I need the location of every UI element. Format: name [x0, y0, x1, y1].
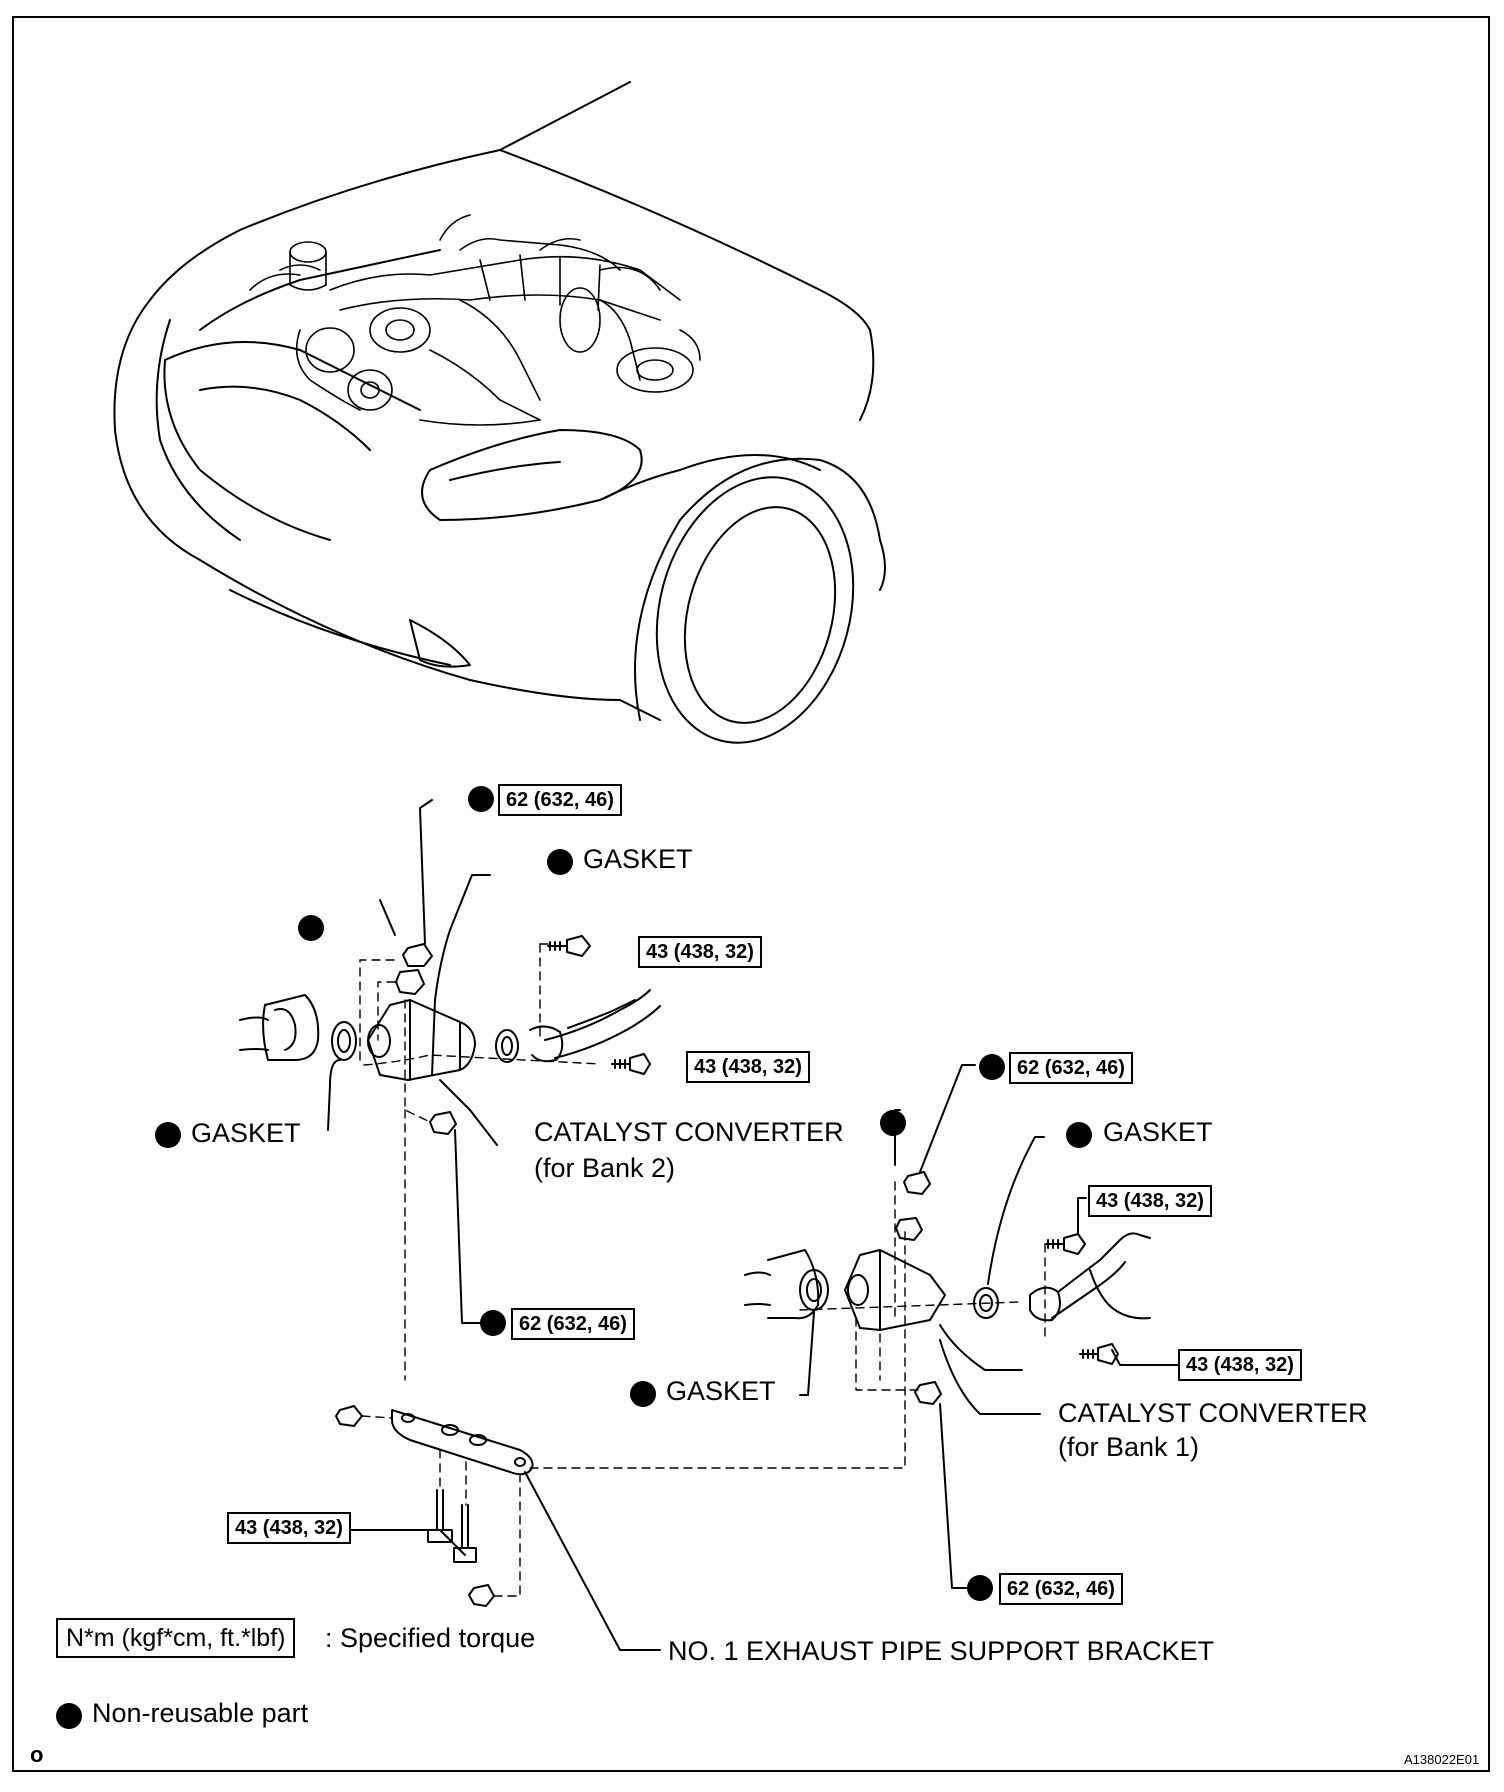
torque-label: 62 (632, 46): [511, 1308, 635, 1340]
torque-label: 62 (632, 46): [498, 784, 622, 816]
torque-label: 62 (632, 46): [1009, 1052, 1133, 1084]
torque-label: 62 (632, 46): [999, 1573, 1123, 1605]
bracket-label: NO. 1 EXHAUST PIPE SUPPORT BRACKET: [668, 1636, 1215, 1666]
legend-torque-text: : Specified torque: [325, 1623, 536, 1653]
torque-label: 43 (438, 32): [1178, 1349, 1302, 1381]
catalyst-converter-label: CATALYST CONVERTER: [534, 1117, 844, 1147]
nonreusable-dot: [630, 1381, 656, 1407]
catalyst-converter-label: CATALYST CONVERTER: [1058, 1398, 1368, 1428]
gasket-label: GASKET: [583, 844, 693, 874]
diagram-frame: [12, 16, 1490, 1772]
support-bracket-assembly: [335, 1405, 661, 1651]
legend-nonreusable-dot: [56, 1703, 82, 1729]
bank1-label: (for Bank 1): [1058, 1432, 1200, 1462]
nonreusable-dot: [298, 915, 324, 941]
footer-left-code: o: [30, 1742, 44, 1767]
torque-label: 43 (438, 32): [227, 1512, 351, 1544]
torque-label: 43 (438, 32): [1088, 1185, 1212, 1217]
gasket-label: GASKET: [1103, 1117, 1213, 1147]
torque-label: 43 (438, 32): [638, 936, 762, 968]
legend-nonreusable-text: Non-reusable part: [92, 1698, 309, 1728]
nonreusable-dot: [468, 786, 494, 812]
figure-id: A138022E01: [1404, 1752, 1480, 1767]
nonreusable-dot: [979, 1054, 1005, 1080]
nonreusable-dot: [880, 1110, 906, 1136]
nonreusable-dot: [1066, 1122, 1092, 1148]
legend-torque-box: N*m (kgf*cm, ft.*lbf): [56, 1618, 296, 1658]
nonreusable-dot: [547, 849, 573, 875]
nonreusable-dot: [480, 1310, 506, 1336]
bank2-assembly: [239, 799, 661, 1381]
torque-label: 43 (438, 32): [686, 1051, 810, 1083]
nonreusable-dot: [967, 1575, 993, 1601]
car-illustration: [113, 81, 886, 744]
bank2-label: (for Bank 2): [534, 1153, 676, 1183]
bank1-assembly: [529, 1064, 1189, 1589]
gasket-label: GASKET: [666, 1376, 776, 1406]
nonreusable-dot: [155, 1122, 181, 1148]
gasket-label: GASKET: [191, 1118, 301, 1148]
